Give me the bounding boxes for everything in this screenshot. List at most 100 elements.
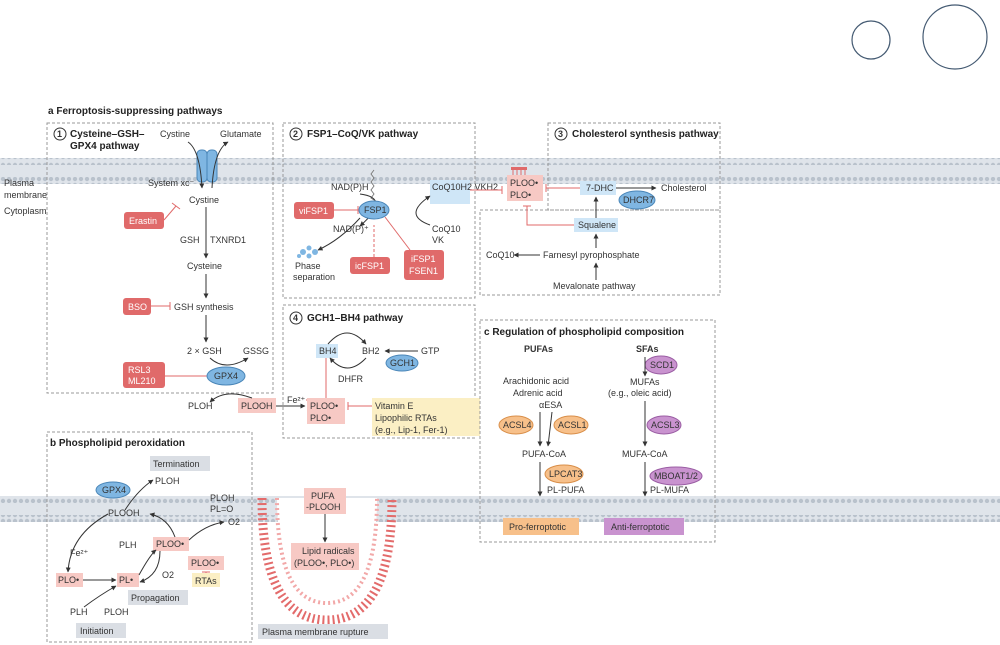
- oleic-label: (e.g., oleic acid): [608, 388, 672, 398]
- arachidonic-label: Arachidonic acid: [503, 376, 569, 386]
- circle-icon-small: [851, 20, 891, 60]
- step-number-1: 1: [53, 127, 67, 141]
- svg-text:2: 2: [293, 129, 298, 139]
- gch1-label: GCH1: [390, 358, 415, 368]
- gch1-node: [385, 354, 419, 372]
- lipid-radicals-box: [291, 543, 359, 570]
- ifsp1-label: iFSP1: [411, 254, 436, 264]
- lpcat3-label: LPCAT3: [549, 469, 582, 479]
- gpx4-node-a: [206, 366, 246, 386]
- svg-text:4: 4: [293, 313, 298, 323]
- gpx4-label-a: GPX4: [214, 371, 238, 381]
- plooh-box-a: [238, 398, 276, 413]
- cysteine-label: Cysteine: [187, 261, 222, 271]
- o2-right-b: O2: [228, 517, 240, 527]
- vitamin-e-label: Vitamin E: [375, 401, 413, 411]
- gtp-label: GTP: [421, 346, 440, 356]
- rtas-box: [192, 573, 220, 587]
- lpcat3-node: [544, 464, 584, 484]
- vk-label: VK: [432, 235, 444, 245]
- icfsp1-label: icFSP1: [355, 261, 384, 271]
- lipid-radicals-label: Lipid radicals: [302, 546, 355, 556]
- propagation-box: [128, 590, 188, 605]
- plasma-membrane-top: [0, 158, 1000, 184]
- panel-b-title: b Phospholipid peroxidation: [50, 438, 185, 449]
- txnrd1-label: TXNRD1: [210, 235, 246, 245]
- sfas-label: SFAs: [636, 344, 659, 354]
- ploo-right-label: PLOO•: [191, 558, 219, 568]
- anti-ferroptotic-label: Anti-ferroptotic: [611, 522, 670, 532]
- acsl1-label: ACSL1: [558, 420, 587, 430]
- pufa-coa-label: PUFA-CoA: [522, 449, 566, 459]
- gssg-label: GSSG: [243, 346, 269, 356]
- gsh-label-1: GSH: [180, 235, 200, 245]
- bh2-label: BH2: [362, 346, 380, 356]
- svg-text:1: 1: [57, 129, 62, 139]
- ifsp1-box: [404, 250, 444, 280]
- box-3: [479, 209, 721, 296]
- ploh-top-b: PLOH: [155, 476, 180, 486]
- box-1: [46, 122, 274, 394]
- lip-examples-label: (e.g., Lip-1, Fer-1): [375, 425, 448, 435]
- lipophilic-rtas-label: Lipophilic RTAs: [375, 413, 437, 423]
- box-2: [282, 122, 476, 299]
- plooh-label-a: PLOOH: [241, 401, 273, 411]
- pl-mufa-label: PL-MUFA: [650, 485, 689, 495]
- squalene-label: Squalene: [578, 220, 616, 230]
- seven-dhc-box: [580, 181, 616, 195]
- aesa-label: αESA: [539, 400, 562, 410]
- bh4-box: [316, 344, 338, 358]
- glutamate-label: Glutamate: [220, 129, 262, 139]
- ploh-right-b: PLOH: [210, 493, 235, 503]
- pufas-label: PUFAs: [524, 344, 553, 354]
- cholesterol-label: Cholesterol: [661, 183, 707, 193]
- fsp1-node: [358, 200, 390, 220]
- dhfr-label: DHFR: [338, 374, 363, 384]
- ploo-plo-box-top: [507, 175, 543, 201]
- panel-a-title: a Ferroptosis-suppressing pathways: [48, 106, 223, 117]
- bh4-label: BH4: [319, 346, 337, 356]
- mevalonate-label: Mevalonate pathway: [553, 281, 636, 291]
- plooh-vesicle-label: -PLOOH: [306, 502, 341, 512]
- coq10h2-box: [430, 180, 470, 204]
- lipid-radicals-sub: (PLOO•, PLO•): [294, 558, 354, 568]
- cytoplasm-label: Cytoplasm: [4, 206, 47, 216]
- pl-label-b: PL•: [119, 575, 133, 585]
- gpx4-label-b: GPX4: [102, 485, 126, 495]
- step-number-4: 4: [289, 311, 303, 325]
- box-4: [282, 304, 476, 439]
- fsen1-label: FSEN1: [409, 266, 438, 276]
- panel-c-title: c Regulation of phospholipid composition: [484, 327, 684, 338]
- rtas-label: RTAs: [195, 576, 217, 586]
- system-xc-label: System xc⁻: [148, 178, 195, 188]
- plo-box-b: [56, 573, 83, 587]
- pufa-label: PUFA: [311, 491, 335, 501]
- mboat-node: [649, 466, 703, 486]
- o2-bottom-b: O2: [162, 570, 174, 580]
- plo-label-top: PLO•: [510, 190, 531, 200]
- ml210-label: ML210: [128, 376, 156, 386]
- nadph-label: NAD(P)H: [331, 182, 369, 192]
- termination-label: Termination: [153, 459, 200, 469]
- erastin-label: Erastin: [129, 216, 157, 226]
- coq10-label-1: CoQ10: [432, 224, 461, 234]
- icfsp1-box: [350, 257, 390, 274]
- ploo-right-box: [188, 556, 224, 570]
- squalene-box: [574, 218, 618, 232]
- ploo-label-b: PLOO•: [310, 401, 338, 411]
- farnesyl-label: Farnesyl pyrophosphate: [543, 250, 640, 260]
- box-3-title: Cholesterol synthesis pathway: [572, 129, 719, 140]
- plo-label-b: PLO•: [310, 413, 331, 423]
- acsl3-label: ACSL3: [651, 420, 680, 430]
- membrane-label-2: membrane: [4, 190, 47, 200]
- acsl4-node: [498, 415, 534, 435]
- two-gsh-label: 2 × GSH: [187, 346, 222, 356]
- pro-ferroptotic-label: Pro-ferroptotic: [509, 522, 567, 532]
- rta-box: [372, 398, 480, 436]
- rsl3-label: RSL3: [128, 365, 151, 375]
- anti-ferroptotic-box: [604, 518, 684, 535]
- fe2-label-b: Fe²⁺: [70, 548, 89, 558]
- panel-c-box: [479, 319, 716, 543]
- rupture-label: Plasma membrane rupture: [262, 627, 369, 637]
